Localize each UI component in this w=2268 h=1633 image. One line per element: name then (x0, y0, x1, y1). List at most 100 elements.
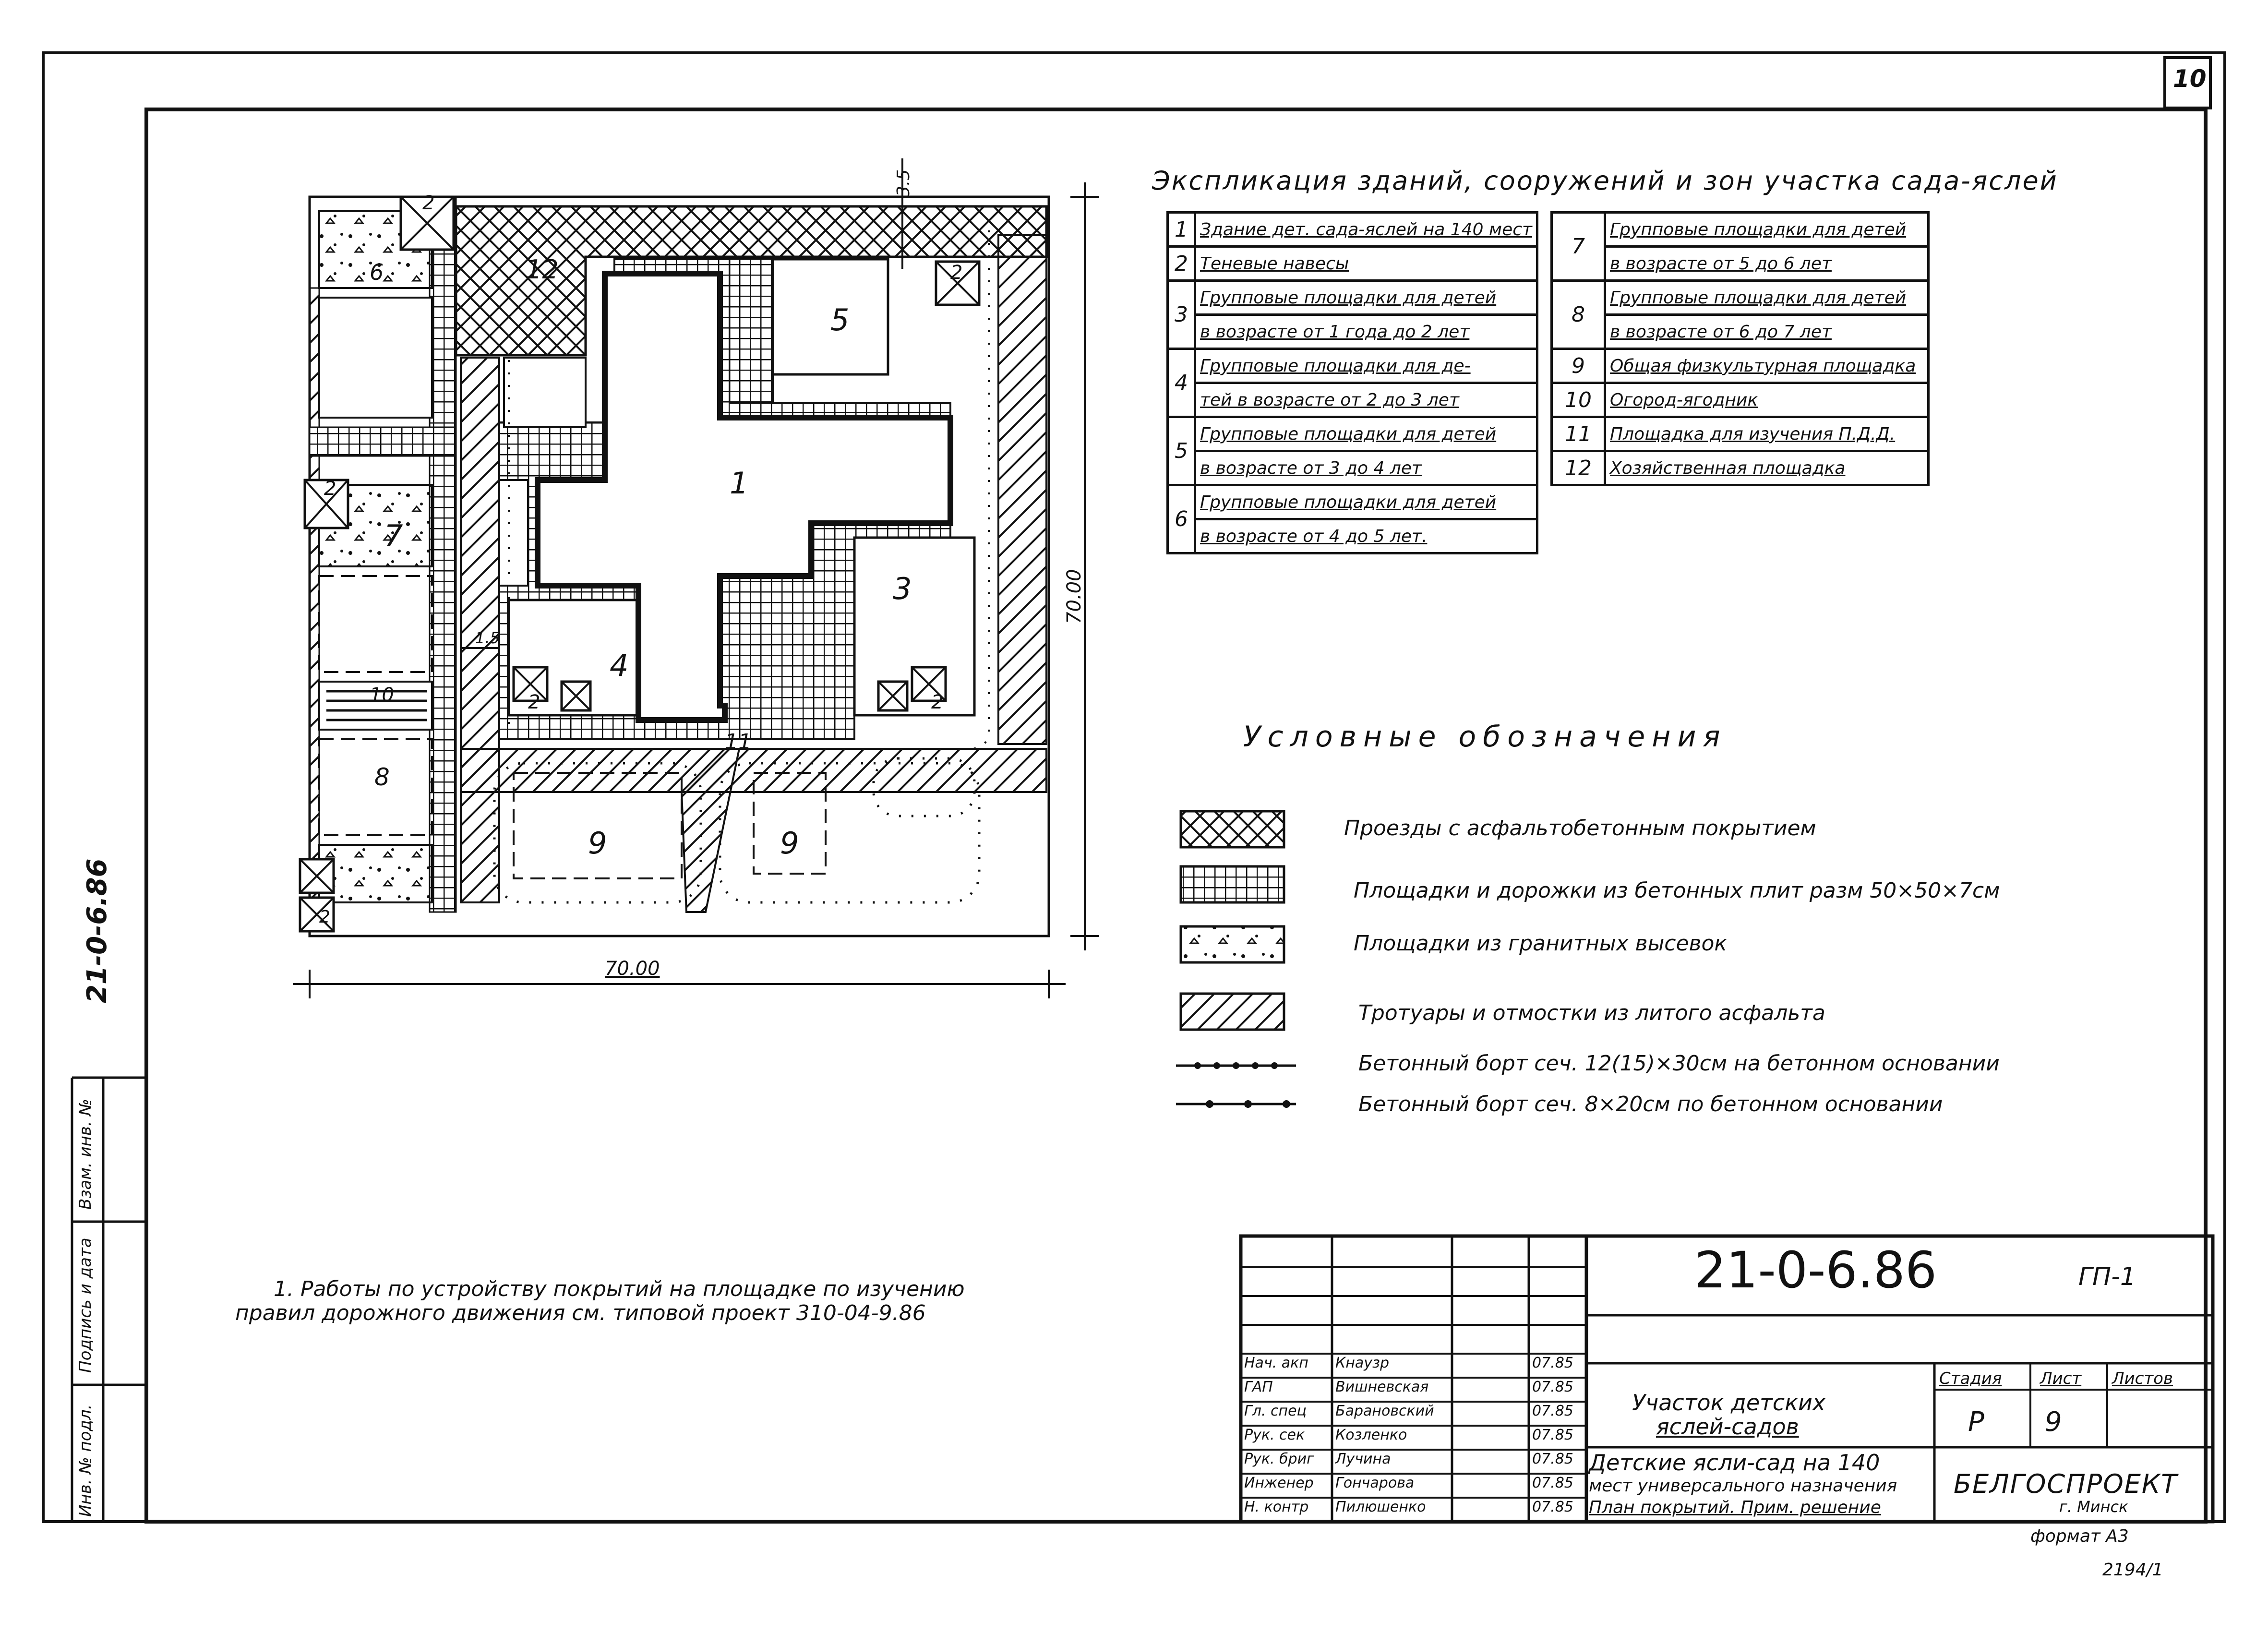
expl-left-num: 1 (1166, 211, 1197, 248)
plan-label-4: 4 (610, 648, 629, 683)
swatch-dots (1179, 925, 1285, 964)
side-sign-date: Подпись и дата (76, 1237, 95, 1373)
area-5 (771, 258, 889, 376)
sidewalk-diagonal (680, 748, 741, 913)
signature-name: Кнаузр (1335, 1355, 1390, 1371)
note-line-1: 1. Работы по устройству покрытий на площ… (274, 1277, 965, 1301)
dim-width-label: 70.00 (605, 958, 660, 980)
stamp-site-title-2: яслей-садов (1656, 1414, 1799, 1440)
expl-right-num: 8 (1550, 279, 1606, 350)
dim-left-small-label: 1.5 (475, 629, 500, 647)
expl-right-text: Огород-ягодник (1604, 382, 1930, 418)
plan-label-8: 8 (374, 763, 390, 791)
expl-right-text: Групповые площадки для детей (1604, 211, 1930, 248)
expl-right-num: 9 (1550, 348, 1606, 384)
area-9-right (753, 772, 827, 875)
plan-label-1: 1 (730, 466, 749, 501)
plan-label-9b: 9 (780, 826, 799, 861)
expl-left-text: тей в возрасте от 2 до 3 лет (1194, 382, 1538, 418)
area-oval-right (872, 757, 976, 817)
canopy-area-4 (512, 666, 549, 702)
expl-right-num: 10 (1550, 382, 1606, 418)
legend-label-grid: Площадки и дорожки из бетонных плит разм… (1354, 878, 2000, 903)
side-doc-code: 21-0-6.86 (82, 858, 113, 1003)
expl-left-text: Здание дет. сада-яслей на 140 мест (1194, 211, 1538, 248)
signature-name: Козленко (1335, 1427, 1407, 1443)
stamp-code: 21-0-6.86 (1694, 1241, 1937, 1299)
signature-date: 07.85 (1532, 1427, 1573, 1443)
signature-name: Барановский (1335, 1403, 1434, 1419)
concrete-left-column (429, 196, 457, 913)
canopy-area-3 (911, 666, 947, 702)
sidewalk-right (997, 234, 1047, 745)
plan-label-3: 3 (893, 571, 912, 606)
sheet-number-box (2163, 56, 2212, 109)
area-blank-left-mid (318, 575, 433, 673)
swatch-diagonal (1179, 992, 1285, 1031)
expl-right-text: в возрасте от 5 до 6 лет (1604, 245, 1930, 282)
plan-label-2c: 2 (324, 478, 336, 500)
sheet-format: формат А3 (2030, 1526, 2129, 1546)
sidewalk-bottom (460, 748, 1047, 793)
plan-label-11: 11 (725, 730, 752, 754)
legend-swatches (1176, 810, 1296, 1108)
side-replace-inv: Взам. инв. № (76, 1099, 95, 1210)
swatch-border-sparse (1176, 1100, 1296, 1108)
signature-role: Н. контр (1244, 1499, 1309, 1515)
area-blank-top (503, 357, 587, 428)
dimension-top-small (893, 158, 912, 269)
expl-right-row: в возрасте от 5 до 6 лет (1552, 245, 1930, 282)
stamp-sheet-header: Лист (2040, 1369, 2082, 1388)
stamp-sheet-mark: ГП-1 (2078, 1262, 2136, 1291)
plan-label-12: 12 (526, 254, 559, 285)
expl-left-text: Групповые площадки для детей (1194, 416, 1538, 452)
expl-left-row: в возрасте от 1 года до 2 лет (1168, 313, 1538, 350)
signature-date: 07.85 (1532, 1403, 1573, 1419)
expl-left-text: Групповые площадки для детей (1194, 279, 1538, 316)
stamp-sheet-value: 9 (2045, 1406, 2062, 1438)
signature-role: Нач. акп (1244, 1355, 1308, 1371)
explication-title: Экспликация зданий, сооружений и зон уча… (1152, 166, 2058, 196)
expl-left-row: в возрасте от 4 до 5 лет. (1168, 518, 1538, 554)
swatch-crosshatch (1179, 810, 1285, 849)
swatch-grid (1179, 865, 1285, 904)
signature-date: 07.85 (1532, 1451, 1573, 1467)
plan-label-7: 7 (384, 518, 403, 553)
signature-name: Гончарова (1335, 1475, 1415, 1491)
expl-left-text: Групповые площадки для де- (1194, 348, 1538, 384)
signature-role: ГАП (1244, 1379, 1273, 1395)
canopy-group (299, 195, 981, 933)
plan-label-5: 5 (830, 302, 850, 337)
expl-left-num: 6 (1166, 484, 1197, 554)
canopy-bottom-left (299, 858, 335, 894)
expl-right-num: 11 (1550, 416, 1606, 452)
legend-title: Условные обозначения (1243, 720, 1727, 754)
stamp-sheets-header: Листов (2112, 1369, 2173, 1388)
signature-role: Гл. спец (1244, 1403, 1307, 1419)
signature-role: Рук. бриг (1244, 1451, 1314, 1467)
area-9-right-outline (719, 762, 981, 904)
site-plan (293, 158, 1099, 998)
concrete-path-5 (729, 258, 774, 404)
building-1 (535, 271, 953, 723)
dim-height-label: 70.00 (1063, 569, 1085, 624)
concrete-top-strip (309, 426, 457, 457)
dimension-width (293, 970, 1066, 998)
side-stamp-grid (71, 1076, 146, 1522)
expl-left-num: 5 (1166, 416, 1197, 486)
signature-name: Вишневская (1335, 1379, 1429, 1395)
sheet-number: 10 (2173, 65, 2207, 93)
stamp-desc-3: План покрытий. Прим. решение (1589, 1498, 1881, 1517)
expl-left-num: 3 (1166, 279, 1197, 350)
signature-date: 07.85 (1532, 1379, 1573, 1395)
expl-left-text: в возрасте от 3 до 4 лет (1194, 450, 1538, 486)
dimension-height (1070, 182, 1099, 950)
signature-date: 07.85 (1532, 1499, 1573, 1515)
